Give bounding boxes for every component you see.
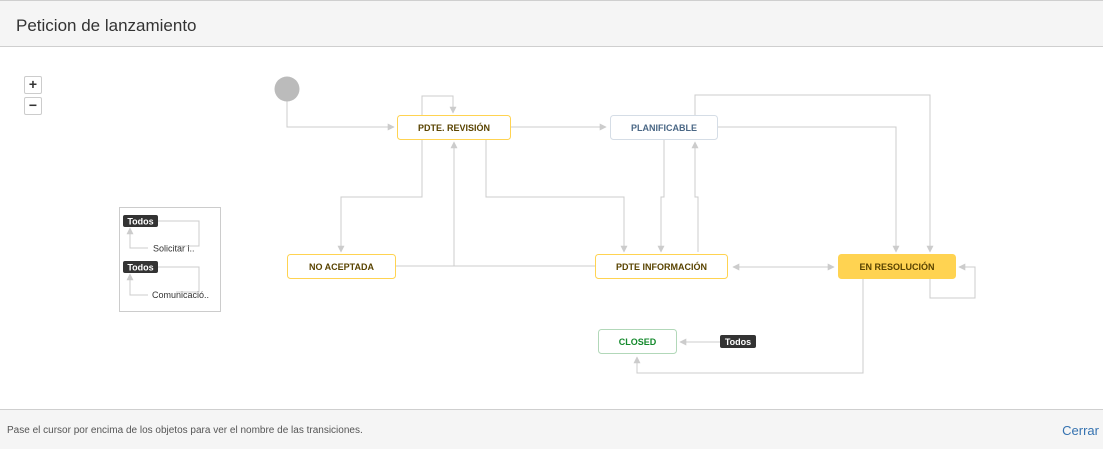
zoom-in-button[interactable]: + [24,76,42,94]
status-planificable[interactable]: PLANIFICABLE [610,115,718,140]
legend-item-label: Solicitar i.. [153,244,195,254]
dialog-header: Peticion de lanzamiento [0,0,1103,47]
zoom-out-button[interactable]: − [24,97,42,115]
transitions [286,94,976,374]
workflow-canvas[interactable]: + − Todos Solicitar i.. Todos Comunicaci… [0,48,1103,409]
global-badge-label: Todos [725,337,751,347]
initial-state-node[interactable] [274,76,300,102]
status-label: PLANIFICABLE [631,123,697,133]
workflow-diagram: Todos Solicitar i.. Todos Comunicació.. [119,76,976,374]
status-pdte-revision[interactable]: PDTE. REVISIÓN [397,115,511,140]
legend-panel: Todos Solicitar i.. Todos Comunicació.. [119,207,221,312]
status-label: NO ACEPTADA [309,262,375,272]
status-no-aceptada[interactable]: NO ACEPTADA [287,254,396,279]
legend-badge-label: Todos [127,263,153,273]
status-label: CLOSED [619,337,657,347]
legend-item-label: Comunicació.. [152,290,209,300]
legend-badge [123,215,158,227]
status-pdte-informacion[interactable]: PDTE INFORMACIÓN [595,254,728,279]
dialog-title: Peticion de lanzamiento [16,16,197,35]
status-closed[interactable]: CLOSED [598,329,677,354]
legend-badge-label: Todos [127,217,153,227]
status-en-resolucion[interactable]: EN RESOLUCIÓN [838,254,956,279]
legend-badge [123,261,158,273]
close-link[interactable]: Cerrar [1062,423,1099,438]
status-label: EN RESOLUCIÓN [859,261,934,272]
status-label: PDTE. REVISIÓN [418,122,490,133]
dialog-footer: Pase el cursor por encima de los objetos… [0,409,1103,449]
hint-text: Pase el cursor por encima de los objetos… [7,425,363,436]
status-label: PDTE INFORMACIÓN [616,261,707,272]
global-transition-badge[interactable]: Todos [720,335,756,348]
